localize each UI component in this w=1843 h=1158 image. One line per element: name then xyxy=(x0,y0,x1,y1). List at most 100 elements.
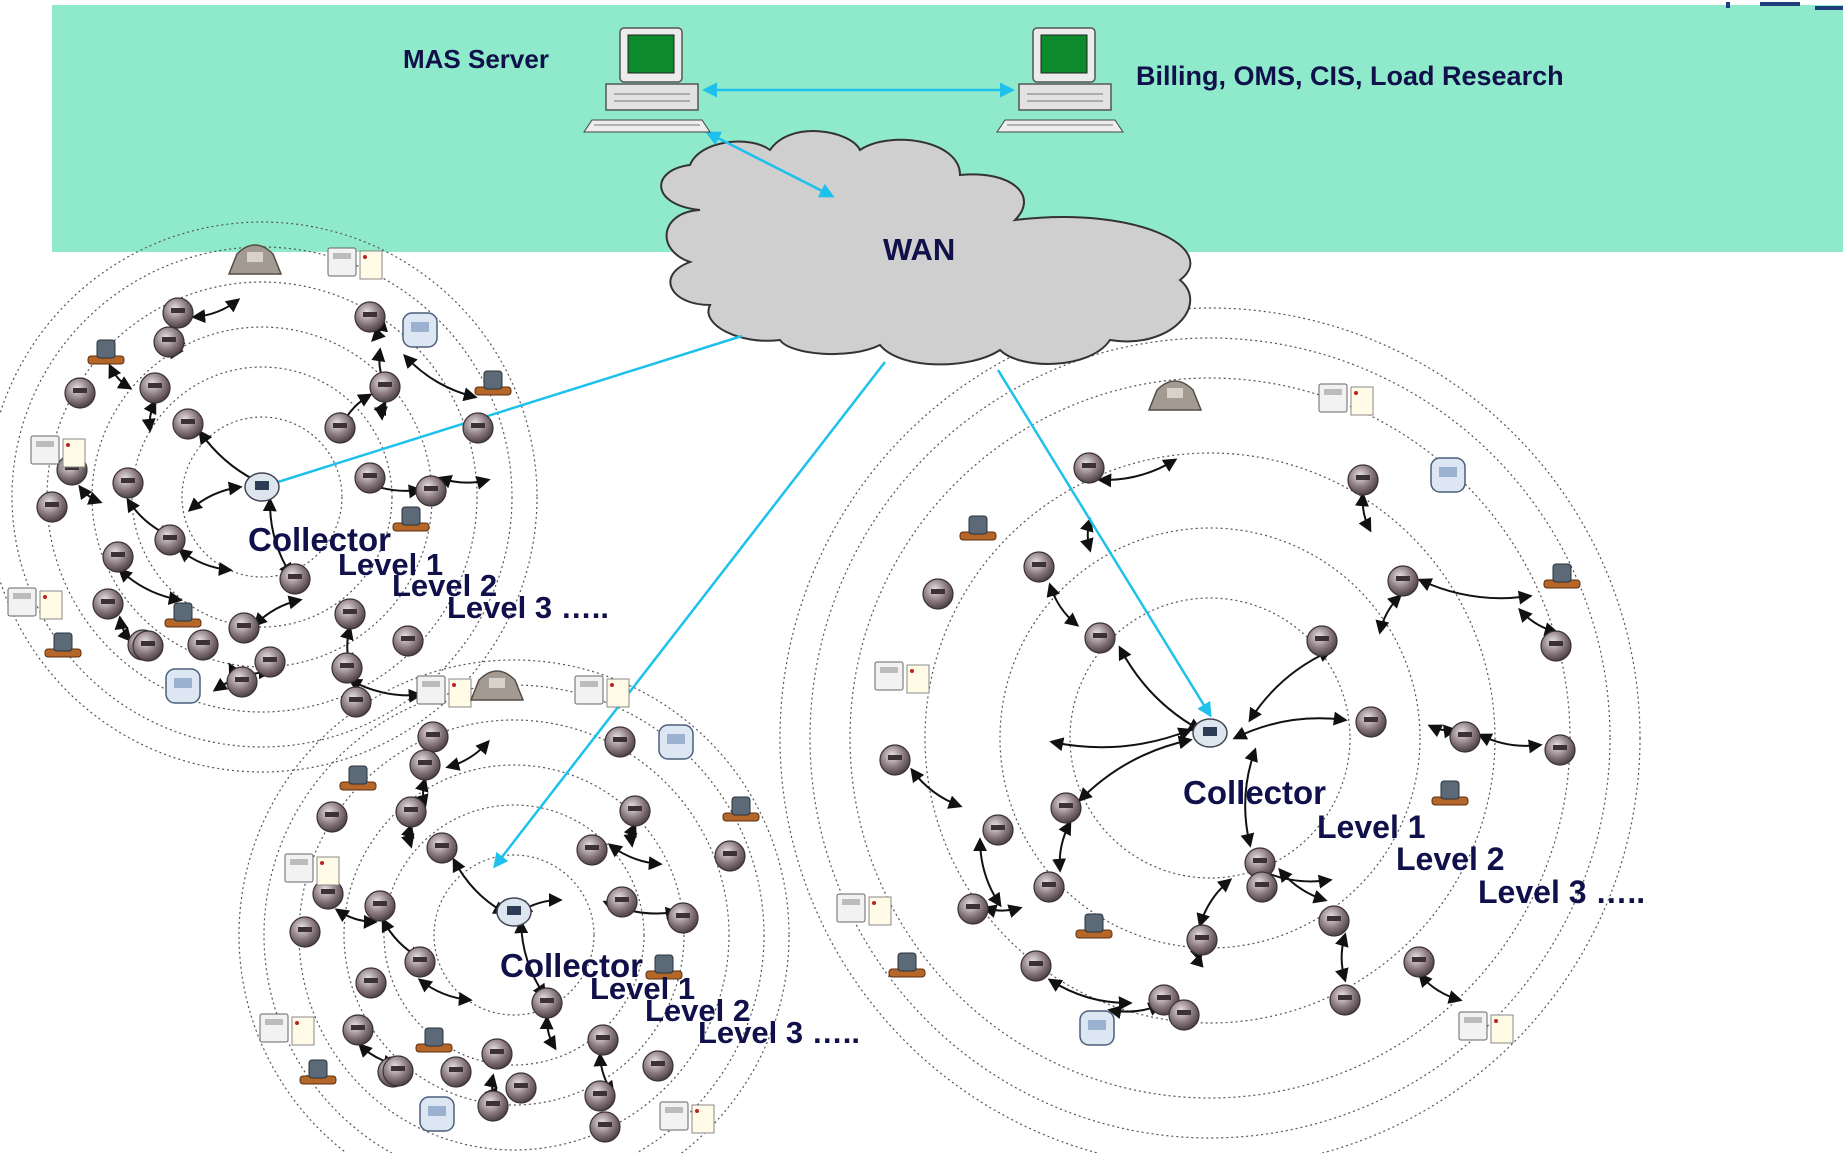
electric-meter-icon xyxy=(229,613,259,643)
mesh-link xyxy=(382,403,385,418)
in-home-display-icon xyxy=(1319,384,1373,415)
electric-meter-icon xyxy=(427,833,457,863)
mesh-link xyxy=(440,478,488,483)
electric-meter-icon xyxy=(880,745,910,775)
electric-meter-icon xyxy=(1051,793,1081,823)
mesh-link xyxy=(194,300,238,317)
mesh-link xyxy=(255,600,300,625)
mesh-link xyxy=(1235,718,1345,738)
electric-meter-icon xyxy=(1187,925,1217,955)
electric-meter-icon xyxy=(418,722,448,752)
electric-meter-icon xyxy=(1074,453,1104,483)
mesh-link xyxy=(1380,596,1400,632)
electric-meter-icon xyxy=(255,647,285,677)
electric-meter-icon xyxy=(163,298,193,328)
electric-meter-icon xyxy=(1085,623,1115,653)
electric-meter-icon xyxy=(113,468,143,498)
electric-meter-icon xyxy=(1034,872,1064,902)
water-meter-icon xyxy=(166,669,200,703)
electric-meter-icon xyxy=(396,797,426,827)
mesh-1-level3-label: Level 3 ….. xyxy=(447,590,609,625)
mesh-link xyxy=(405,356,475,397)
electric-meter-icon xyxy=(1330,985,1360,1015)
electric-meter-icon xyxy=(983,815,1013,845)
mesh-link xyxy=(1420,580,1530,598)
electric-meter-icon xyxy=(1024,552,1054,582)
mesh-link xyxy=(1280,870,1325,900)
electric-meter-icon xyxy=(1450,722,1480,752)
mesh-link xyxy=(120,618,130,640)
mesh-link xyxy=(1050,980,1130,1003)
water-meter-icon xyxy=(1431,458,1465,492)
electric-meter-icon xyxy=(188,630,218,660)
billing-systems-label: Billing, OMS, CIS, Load Research xyxy=(1136,61,1564,91)
link-wan-to-collector-3 xyxy=(998,370,1210,715)
electric-meter-icon xyxy=(482,1039,512,1069)
electric-meter-icon xyxy=(405,947,435,977)
electric-meter-icon xyxy=(590,1112,620,1142)
mesh-link xyxy=(985,908,1020,911)
gas-meter-icon xyxy=(1544,564,1580,588)
electric-meter-icon xyxy=(1404,947,1434,977)
electric-meter-icon xyxy=(1021,951,1051,981)
in-home-display-icon xyxy=(660,1102,714,1133)
electric-meter-icon xyxy=(577,835,607,865)
mesh-link xyxy=(1050,585,1077,625)
mesh-link xyxy=(1250,651,1330,720)
electric-meter-icon xyxy=(620,796,650,826)
mesh-link xyxy=(1200,880,1230,925)
electric-meter-icon xyxy=(280,564,310,594)
mesh-link xyxy=(610,845,660,864)
electric-meter-icon xyxy=(1307,626,1337,656)
water-meter-icon xyxy=(659,725,693,759)
in-home-display-icon xyxy=(8,588,62,619)
mesh-link xyxy=(120,570,180,600)
in-home-display-icon xyxy=(417,676,471,707)
electric-meter-icon xyxy=(365,891,395,921)
mesh-3-level2-label: Level 2 xyxy=(1396,841,1505,877)
gas-meter-icon xyxy=(1076,914,1112,938)
electric-meter-icon xyxy=(958,894,988,924)
mesh-3-collector-label: Collector xyxy=(1183,774,1326,811)
electric-meter-icon xyxy=(463,413,493,443)
electric-meter-icon xyxy=(416,476,446,506)
electric-meter-icon xyxy=(607,887,637,917)
mesh-link xyxy=(1088,520,1090,550)
water-meter-icon xyxy=(420,1097,454,1131)
electric-meter-icon xyxy=(65,378,95,408)
mesh-link xyxy=(632,825,635,845)
mesh-link xyxy=(1420,975,1460,1000)
mesh-link xyxy=(454,860,505,913)
electric-meter-icon xyxy=(643,1051,673,1081)
mesh-2-level3-label: Level 3 ….. xyxy=(698,1015,860,1050)
gas-meter-icon xyxy=(165,603,201,627)
electric-meter-icon xyxy=(133,631,163,661)
electric-meter-icon xyxy=(37,492,67,522)
electric-meter-icon xyxy=(923,579,953,609)
electric-meter-icon xyxy=(532,988,562,1018)
gas-meter-icon xyxy=(475,371,511,395)
electric-meter-icon xyxy=(335,599,365,629)
gas-meter-icon xyxy=(416,1028,452,1052)
gas-meter-icon xyxy=(88,340,124,364)
electric-meter-icon xyxy=(1545,735,1575,765)
electric-meter-icon xyxy=(93,589,123,619)
electric-meter-icon xyxy=(1541,631,1571,661)
electric-meter-icon xyxy=(341,687,371,717)
load-control-device-icon xyxy=(1149,381,1201,410)
electric-meter-icon xyxy=(154,327,184,357)
mesh-link xyxy=(980,840,1000,905)
gas-meter-icon xyxy=(889,953,925,977)
gas-meter-icon xyxy=(45,633,81,657)
in-home-display-icon xyxy=(328,248,382,279)
in-home-display-icon xyxy=(260,1014,314,1045)
electric-meter-icon xyxy=(605,727,635,757)
mesh-link xyxy=(448,742,488,767)
mesh-link xyxy=(547,1018,555,1048)
gas-meter-icon xyxy=(393,507,429,531)
mesh-link xyxy=(1060,823,1070,870)
in-home-display-icon xyxy=(837,894,891,925)
mesh-3-level1-label: Level 1 xyxy=(1317,809,1426,845)
load-control-device-icon xyxy=(471,671,523,700)
